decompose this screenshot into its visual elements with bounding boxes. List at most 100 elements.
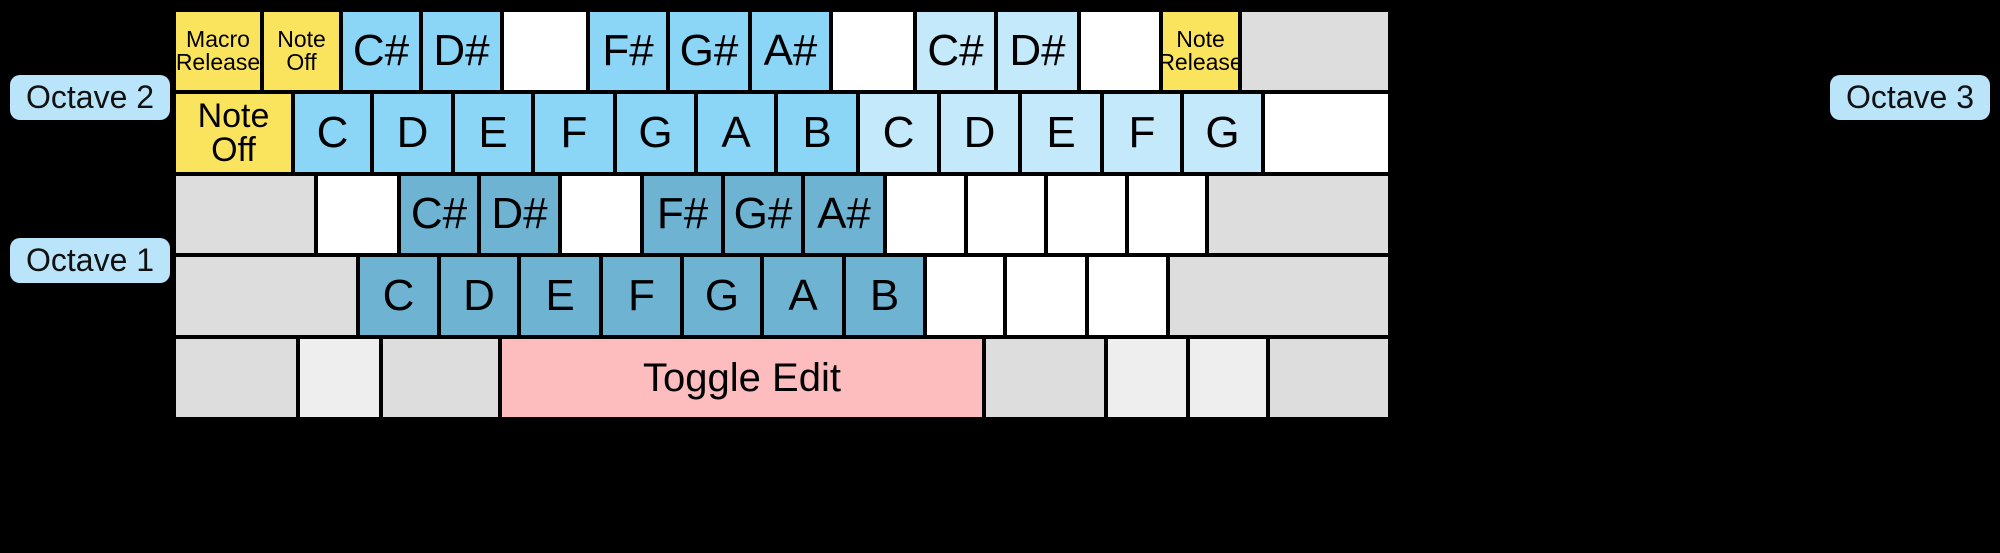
key-label-line: A#	[817, 189, 871, 239]
key-g[interactable]: G	[1182, 91, 1263, 174]
key-blank-a-row-1[interactable]	[316, 173, 399, 256]
key-label-line: D	[463, 271, 495, 321]
key-label-line: G	[704, 271, 740, 321]
key-blank-z-row-11[interactable]	[1168, 255, 1390, 338]
key-label-line: Note	[197, 96, 270, 135]
key-label-line: D#	[491, 189, 548, 239]
key-c[interactable]: C	[293, 91, 372, 174]
key-label-line: D	[396, 107, 429, 157]
key-d[interactable]: D	[372, 91, 453, 174]
key-toggle-edit[interactable]: Toggle Edit	[500, 337, 984, 419]
key-blank-a-row-4[interactable]	[560, 173, 642, 256]
key-label-line: B	[802, 107, 832, 157]
key-blank-a-row-9[interactable]	[966, 173, 1046, 256]
key-label-line: C	[382, 271, 415, 321]
key-blank-space-row-6[interactable]	[1188, 337, 1268, 419]
key-blank-space-row-1[interactable]	[298, 337, 381, 419]
key-label-line: Off	[211, 130, 256, 169]
key-blank-space-row-2[interactable]	[381, 337, 500, 419]
octave-label-3: Octave 3	[1829, 75, 1990, 120]
key-blank-space-row-7[interactable]	[1268, 337, 1390, 419]
key-blank-number-row-11[interactable]	[1079, 10, 1161, 92]
key-fsharp[interactable]: F#	[642, 173, 723, 256]
key-blank-a-row-11[interactable]	[1127, 173, 1207, 256]
key-dsharp[interactable]: D#	[479, 173, 560, 256]
key-dsharp[interactable]: D#	[996, 10, 1079, 92]
key-blank-z-row-10[interactable]	[1087, 255, 1168, 338]
key-dsharp[interactable]: D#	[421, 10, 502, 92]
key-label-line: Toggle Edit	[643, 356, 841, 401]
key-d[interactable]: D	[439, 255, 519, 338]
key-label-line: C#	[352, 25, 410, 75]
octave-label-1: Octave 1	[10, 238, 171, 283]
key-label-line: E	[478, 107, 508, 157]
keyboard-row-space-row: Toggle Edit	[174, 337, 1390, 419]
key-blank-space-row-0[interactable]	[174, 337, 298, 419]
key-label-line: D#	[433, 25, 490, 75]
key-label-line: C	[316, 107, 349, 157]
key-blank-z-row-0[interactable]	[174, 255, 358, 338]
key-blank-a-row-8[interactable]	[885, 173, 966, 256]
key-b[interactable]: B	[776, 91, 858, 174]
key-label-line: G#	[733, 189, 793, 239]
keyboard-row-a-row: C#D# F# G# A#	[174, 173, 1390, 256]
key-e[interactable]: E	[519, 255, 601, 338]
key-b[interactable]: B	[844, 255, 925, 338]
key-a[interactable]: A	[762, 255, 844, 338]
key-blank-a-row-0[interactable]	[174, 173, 316, 256]
key-label-line: C	[882, 107, 915, 157]
key-asharp[interactable]: A#	[803, 173, 885, 256]
key-label-line: A#	[763, 25, 818, 75]
key-label-line: Note	[277, 25, 326, 52]
key-label-line: Release	[1161, 48, 1240, 75]
key-f[interactable]: F	[1102, 91, 1182, 174]
key-g[interactable]: G	[615, 91, 696, 174]
key-label-line: F#	[602, 25, 654, 75]
key-c[interactable]: C	[358, 255, 439, 338]
key-label-line: A	[788, 271, 818, 321]
key-label-line: D	[963, 107, 996, 157]
key-e[interactable]: E	[1020, 91, 1102, 174]
key-label-line: F	[560, 107, 588, 157]
key-d[interactable]: D	[939, 91, 1020, 174]
key-blank-number-row-4[interactable]	[502, 10, 588, 92]
key-label-line: G#	[679, 25, 739, 75]
key-label-line: Macro	[186, 25, 250, 52]
key-csharp[interactable]: C#	[341, 10, 421, 92]
key-blank-number-row-13[interactable]	[1240, 10, 1390, 92]
key-gsharp[interactable]: G#	[668, 10, 750, 92]
key-f[interactable]: F	[601, 255, 682, 338]
key-label-line: Off	[286, 48, 317, 75]
key-csharp[interactable]: C#	[915, 10, 996, 92]
key-blank-number-row-8[interactable]	[831, 10, 915, 92]
key-label-line: F#	[656, 189, 709, 239]
key-blank-q-row-13[interactable]	[1263, 91, 1390, 174]
key-c[interactable]: C	[858, 91, 939, 174]
key-asharp[interactable]: A#	[750, 10, 831, 92]
key-blank-a-row-12[interactable]	[1207, 173, 1390, 256]
key-gsharp[interactable]: G#	[723, 173, 803, 256]
key-blank-a-row-10[interactable]	[1046, 173, 1127, 256]
key-label-line: E	[1046, 107, 1076, 157]
key-label-line: A	[721, 107, 751, 157]
key-blank-z-row-9[interactable]	[1005, 255, 1087, 338]
key-blank-space-row-4[interactable]	[984, 337, 1106, 419]
key-g[interactable]: G	[682, 255, 762, 338]
key-label-line: F	[628, 271, 655, 321]
key-f[interactable]: F	[533, 91, 615, 174]
key-blank-z-row-8[interactable]	[925, 255, 1005, 338]
key-csharp[interactable]: C#	[399, 173, 479, 256]
key-fsharp[interactable]: F#	[588, 10, 668, 92]
key-blank-space-row-5[interactable]	[1106, 337, 1188, 419]
key-e[interactable]: E	[453, 91, 533, 174]
key-a[interactable]: A	[696, 91, 776, 174]
